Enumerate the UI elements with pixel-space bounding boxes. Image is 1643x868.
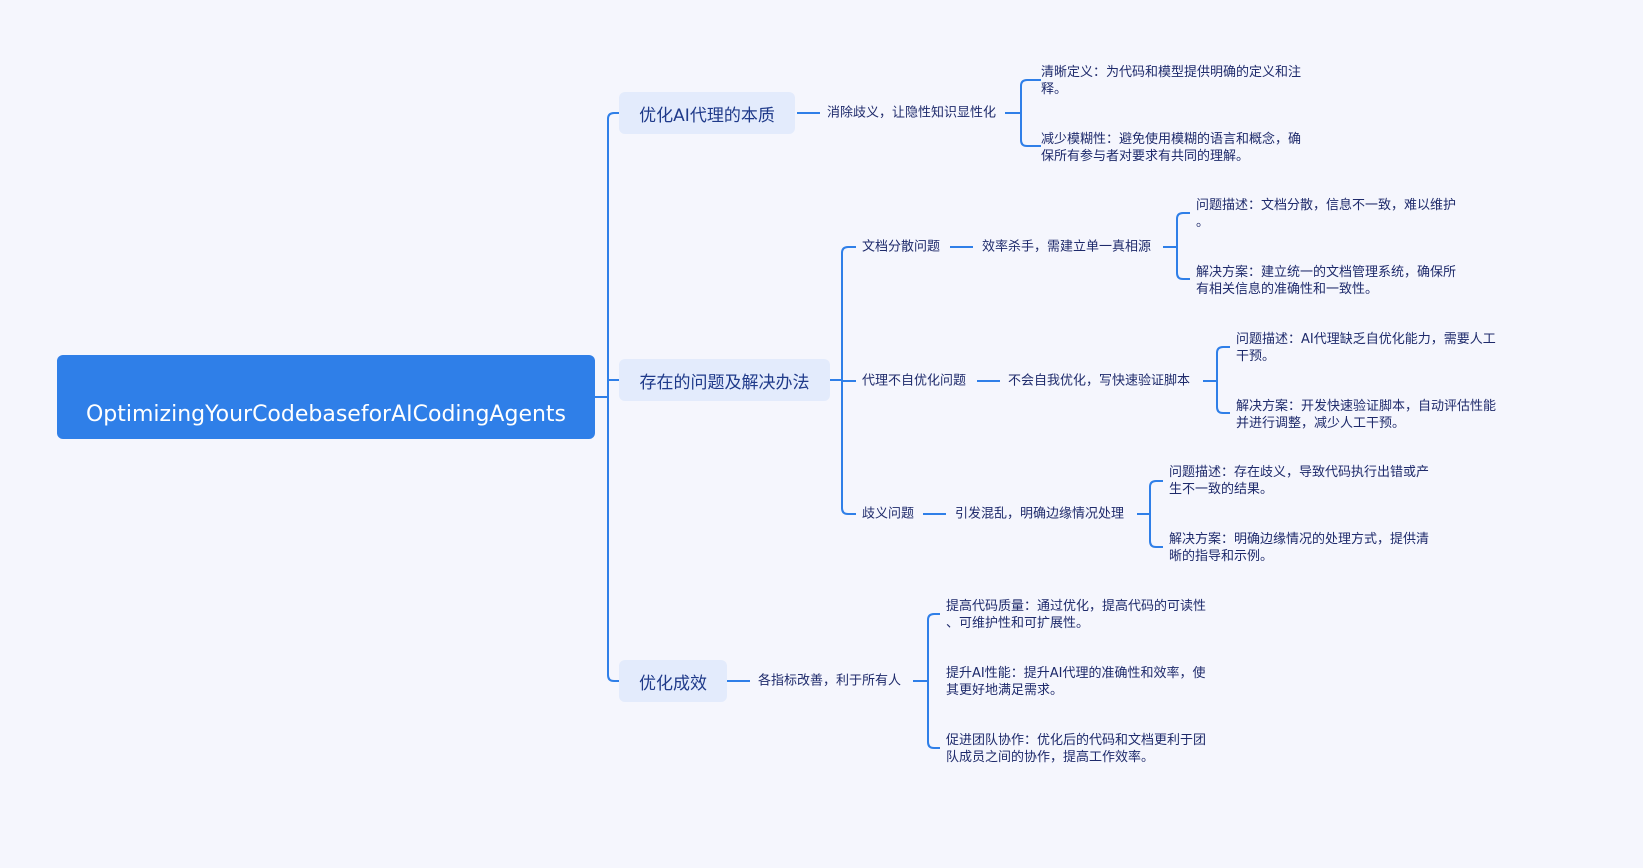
results-summary[interactable]: 各指标改善，利于所有人: [758, 673, 902, 689]
root-node[interactable]: OptimizingYourCodebaseforAICodingAgents: [57, 355, 595, 439]
branch-node-problems[interactable]: 存在的问题及解决办法: [619, 359, 830, 401]
self-opt-solution[interactable]: 解决方案：开发快速验证脚本，自动评估性能 并进行调整，减少人工干预。: [1236, 399, 1497, 431]
docs-summary[interactable]: 效率杀手，需建立单一真相源: [982, 239, 1152, 255]
leaf-ai-performance[interactable]: 提升AI性能：提升AI代理的准确性和效率，使 其更好地满足需求。: [946, 666, 1206, 698]
problem-no-self-optimization[interactable]: 代理不自优化问题: [862, 373, 967, 389]
leaf-clear-definition[interactable]: 清晰定义：为代码和模型提供明确的定义和注 释。: [1041, 65, 1302, 97]
docs-solution[interactable]: 解决方案：建立统一的文档管理系统，确保所 有相关信息的准确性和一致性。: [1196, 265, 1457, 297]
docs-problem-description[interactable]: 问题描述：文档分散，信息不一致，难以维护 。: [1196, 198, 1457, 230]
branch-node-essence[interactable]: 优化AI代理的本质: [619, 92, 795, 134]
leaf-reduce-ambiguity[interactable]: 减少模糊性：避免使用模糊的语言和概念，确 保所有参与者对要求有共同的理解。: [1041, 132, 1302, 164]
essence-summary[interactable]: 消除歧义，让隐性知识显性化: [827, 105, 997, 121]
ambiguity-problem-description[interactable]: 问题描述：存在歧义，导致代码执行出错或产 生不一致的结果。: [1169, 465, 1430, 497]
branch-node-results[interactable]: 优化成效: [619, 660, 727, 702]
self-opt-problem-description[interactable]: 问题描述：AI代理缺乏自优化能力，需要人工 干预。: [1236, 332, 1496, 364]
ambiguity-solution[interactable]: 解决方案：明确边缘情况的处理方式，提供清 晰的指导和示例。: [1169, 532, 1430, 564]
problem-docs-scattered[interactable]: 文档分散问题: [862, 239, 941, 255]
branch-label: 优化AI代理的本质: [639, 105, 775, 126]
root-title: OptimizingYourCodebaseforAICodingAgents: [85, 402, 567, 427]
leaf-team-collaboration[interactable]: 促进团队协作：优化后的代码和文档更利于团 队成员之间的协作，提高工作效率。: [946, 733, 1207, 765]
branch-label: 存在的问题及解决办法: [639, 372, 810, 393]
problem-ambiguity[interactable]: 歧义问题: [862, 506, 915, 522]
branch-label: 优化成效: [639, 673, 707, 694]
ambiguity-summary[interactable]: 引发混乱，明确边缘情况处理: [955, 506, 1125, 522]
leaf-code-quality[interactable]: 提高代码质量：通过优化，提高代码的可读性 、可维护性和可扩展性。: [946, 599, 1207, 631]
self-opt-summary[interactable]: 不会自我优化，写快速验证脚本: [1008, 373, 1191, 389]
